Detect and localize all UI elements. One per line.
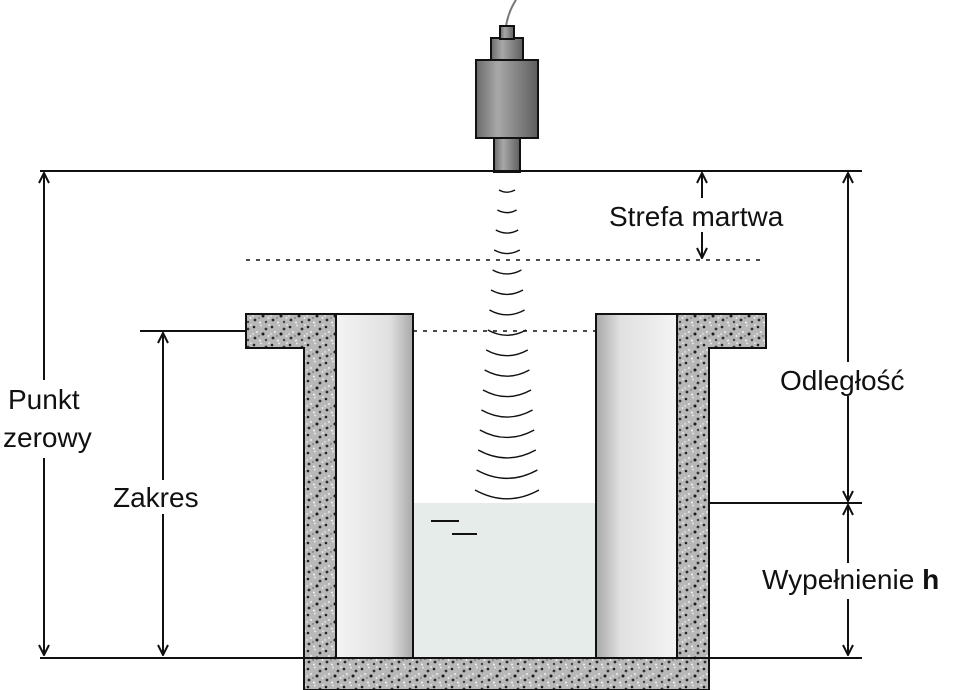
range-label-bg <box>108 480 218 514</box>
distance-label: Odległość <box>780 365 905 396</box>
zero-point-label-bg <box>2 380 102 458</box>
zero-point-label-line2: zerowy <box>3 422 92 453</box>
wave-arc <box>479 429 535 439</box>
wave-arc <box>481 409 533 418</box>
distance-label-bg <box>778 362 922 396</box>
wave-arc <box>474 489 540 500</box>
sensor-transducer <box>493 137 521 173</box>
wave-arc <box>497 209 517 214</box>
ultrasonic-sensor-icon <box>475 0 539 173</box>
wave-arc <box>484 369 530 377</box>
wave-arc <box>477 449 537 459</box>
dead-zone-label-bg <box>606 198 806 232</box>
sensor-body <box>475 59 539 139</box>
wave-arc <box>495 229 519 234</box>
filling-symbol: h <box>922 564 939 595</box>
wave-arc <box>493 249 521 255</box>
filling-label: Wypełnienie h <box>762 564 939 595</box>
tank-inner-wall-right <box>595 313 678 659</box>
wave-arc <box>490 289 524 296</box>
wave-arc <box>482 389 532 398</box>
wave-arc <box>476 469 538 479</box>
wave-arc <box>485 349 529 357</box>
wave-arc <box>487 329 527 336</box>
liquid <box>413 503 596 658</box>
wave-arc <box>498 189 516 193</box>
dead-zone-label: Strefa martwa <box>609 201 784 232</box>
filling-label-bg <box>760 563 963 599</box>
sensor-cable <box>505 0 517 27</box>
sensor-connector <box>490 37 524 61</box>
wave-arc <box>492 269 522 275</box>
filling-label-text: Wypełnienie <box>762 564 914 595</box>
range-label: Zakres <box>113 482 199 513</box>
wave-arc <box>489 309 525 316</box>
sensor-connector-cap <box>499 25 515 40</box>
liquid-level-symbol <box>431 520 477 535</box>
zero-point-label-line1: Punkt <box>8 384 80 415</box>
sound-wave-arcs <box>474 189 540 500</box>
tank-inner-wall-left <box>335 313 414 659</box>
